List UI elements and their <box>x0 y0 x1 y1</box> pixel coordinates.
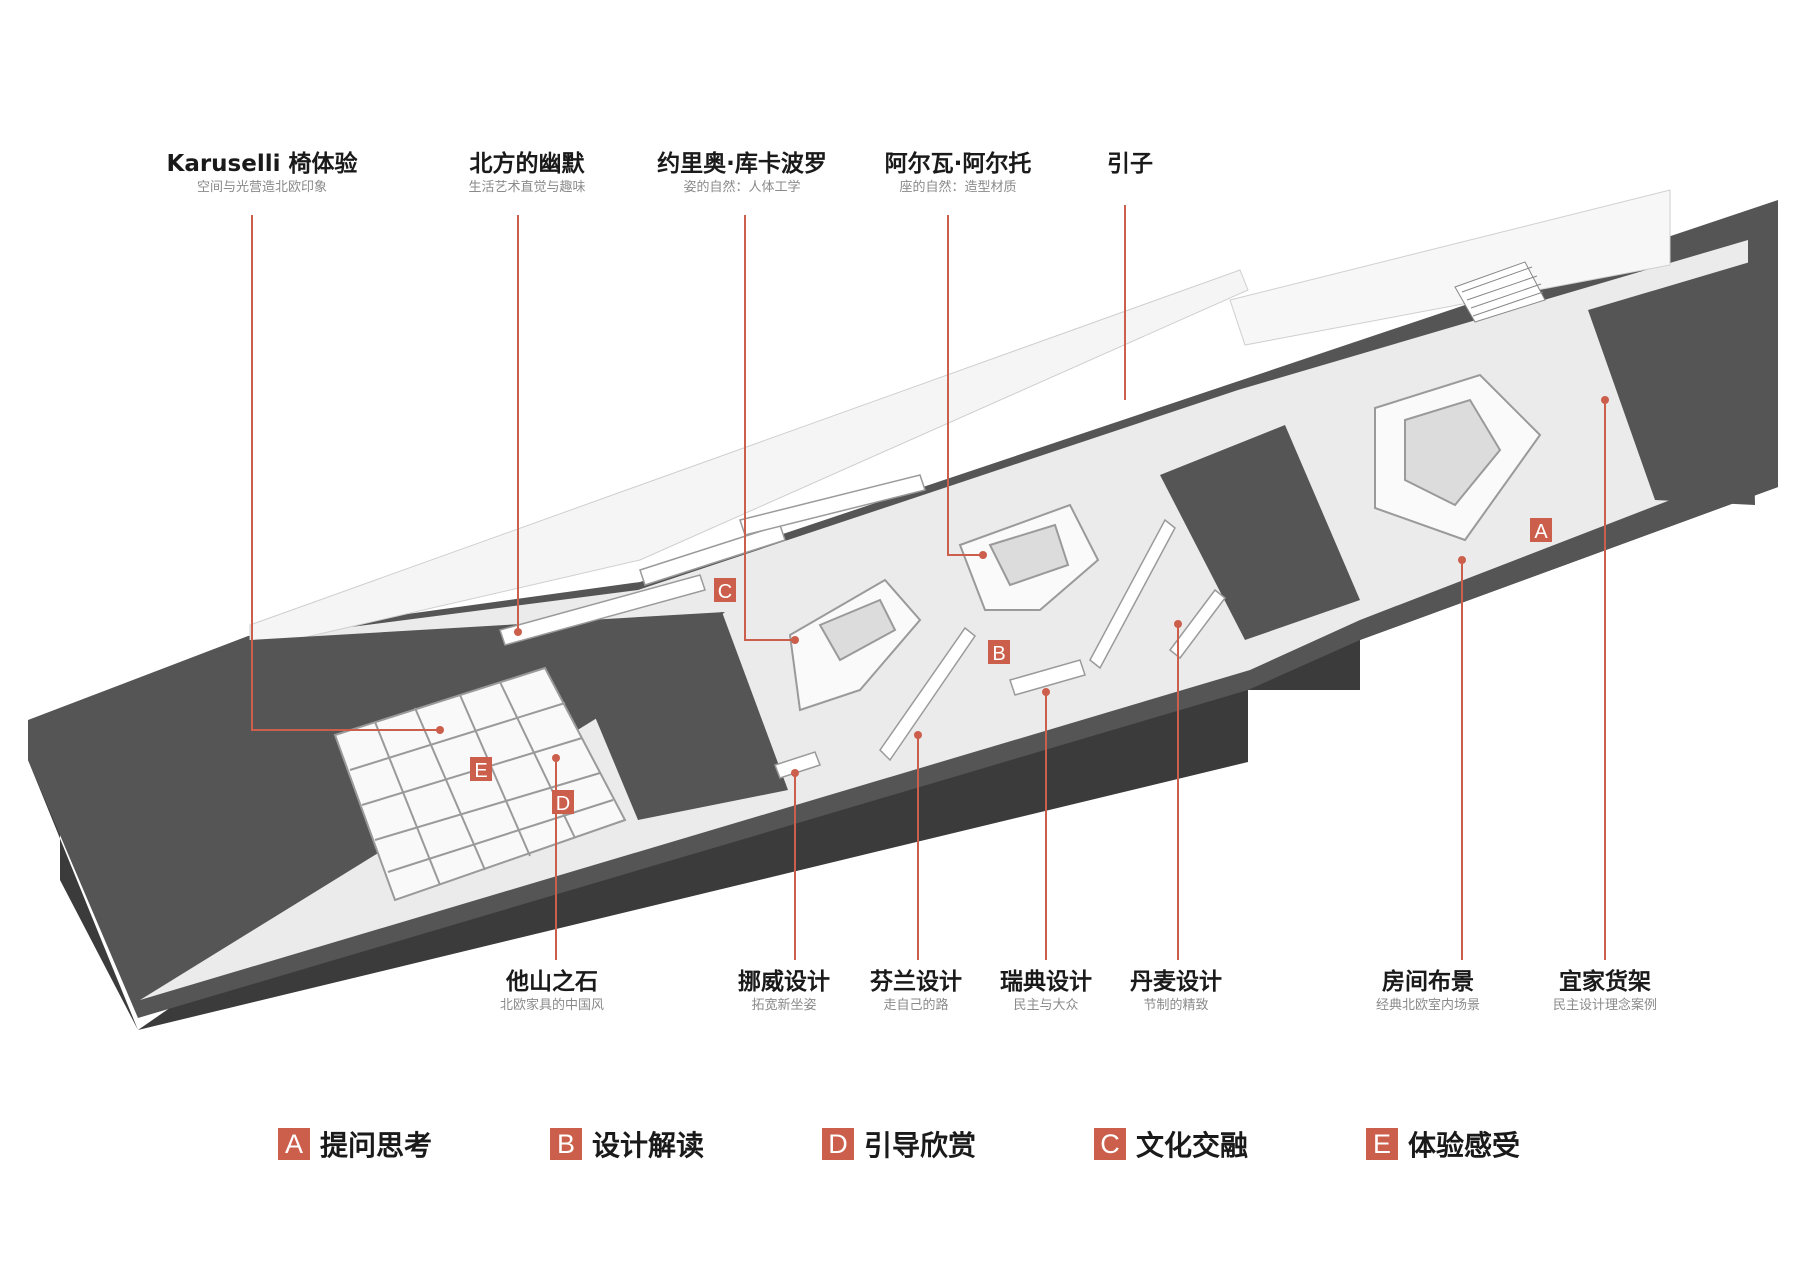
label-subtitle: 民主设计理念案例 <box>1552 998 1658 1013</box>
label-title: 他山之石 <box>505 969 598 995</box>
partition-block-2 <box>1160 425 1360 640</box>
partition-block-1 <box>568 612 788 820</box>
leader-dots <box>436 396 1609 777</box>
label-ikea-shelf: 宜家货架 民主设计理念案例 <box>1553 968 1657 1016</box>
label-title: 芬兰设计 <box>870 969 962 995</box>
label-subtitle: 走自己的路 <box>883 998 949 1013</box>
label-norway-design: 挪威设计 拓宽新坐姿 <box>738 968 830 1016</box>
legend-badge: D <box>822 1128 854 1160</box>
zone-marker-b-text: B <box>992 643 1005 665</box>
legend-text: 提问思考 <box>320 1129 433 1162</box>
label-subtitle: 姿的自然：人体工学 <box>683 180 801 195</box>
leader-lines <box>251 205 1606 960</box>
label-title: 约里奥·库卡波罗 <box>657 151 827 177</box>
legend-badge: E <box>1366 1128 1398 1160</box>
label-room-setting: 房间布景 经典北欧室内场景 <box>1376 968 1480 1016</box>
zone-marker-b <box>988 640 1010 664</box>
zone-marker-c <box>714 578 736 602</box>
legend-badge: B <box>550 1128 582 1160</box>
partition-block-3 <box>1588 262 1755 505</box>
label-karuselli: Karuselli 椅体验 空间与光营造北欧印象 <box>166 150 357 198</box>
upper-wall <box>1229 189 1671 346</box>
label-northern-humor: 北方的幽默 生活艺术直觉与趣味 <box>468 150 585 198</box>
legend-item-b: B 设计解读 <box>550 1124 704 1164</box>
label-title: 引子 <box>1107 151 1153 177</box>
label-other-mountains: 他山之石 北欧家具的中国风 <box>500 968 604 1016</box>
label-subtitle: 空间与光营造北欧印象 <box>196 180 328 195</box>
legend-item-a: A 提问思考 <box>278 1124 432 1164</box>
label-denmark-design: 丹麦设计 节制的精致 <box>1130 968 1222 1016</box>
label-title: 挪威设计 <box>738 969 830 995</box>
zone-markers: A B C D E <box>470 518 1552 815</box>
zone-marker-d <box>552 790 574 814</box>
legend-badge: C <box>1094 1128 1126 1160</box>
label-subtitle: 拓宽新坐姿 <box>751 998 817 1013</box>
label-subtitle: 北欧家具的中国风 <box>499 998 605 1013</box>
legend-text: 体验感受 <box>1408 1129 1521 1162</box>
label-title: 宜家货架 <box>1558 969 1651 995</box>
zone-marker-a-text: A <box>1534 521 1548 543</box>
grid-pavilion <box>333 666 627 902</box>
label-title: 北方的幽默 <box>469 151 585 177</box>
chair-rows <box>499 474 1227 779</box>
label-subtitle: 座的自然：造型材质 <box>899 180 1017 195</box>
legend-item-d: D 引导欣赏 <box>822 1124 976 1164</box>
zone-marker-d-text: D <box>556 793 570 815</box>
zone-marker-c-text: C <box>718 581 732 603</box>
legend-text: 引导欣赏 <box>864 1129 977 1162</box>
label-introduction: 引子 <box>1107 150 1153 178</box>
label-title: 房间布景 <box>1381 969 1474 995</box>
zone-marker-e-text: E <box>474 760 487 782</box>
legend-item-e: E 体验感受 <box>1366 1124 1520 1164</box>
label-finland-design: 芬兰设计 走自己的路 <box>870 968 962 1016</box>
label-title: 瑞典设计 <box>1000 969 1092 995</box>
label-sweden-design: 瑞典设计 民主与大众 <box>1000 968 1092 1016</box>
pavilions <box>788 373 1542 712</box>
zone-marker-e <box>470 757 492 781</box>
label-title: 阿尔瓦·阿尔托 <box>884 151 1032 177</box>
zone-marker-a <box>1530 518 1552 542</box>
label-title: 丹麦设计 <box>1130 969 1222 995</box>
stair <box>1454 261 1546 323</box>
label-subtitle: 生活艺术直觉与趣味 <box>468 180 586 195</box>
legend-badge: A <box>278 1128 310 1160</box>
label-subtitle: 经典北欧室内场景 <box>1375 998 1481 1013</box>
legend-text: 设计解读 <box>592 1129 705 1162</box>
label-title: Karuselli 椅体验 <box>166 151 358 177</box>
label-kukkapuro: 约里奥·库卡波罗 姿的自然：人体工学 <box>657 150 827 198</box>
label-alvar-aalto: 阿尔瓦·阿尔托 座的自然：造型材质 <box>885 150 1032 198</box>
label-subtitle: 节制的精致 <box>1143 998 1209 1013</box>
label-subtitle: 民主与大众 <box>1013 998 1079 1013</box>
legend-text: 文化交融 <box>1136 1129 1249 1162</box>
legend-item-c: C 文化交融 <box>1094 1124 1248 1164</box>
